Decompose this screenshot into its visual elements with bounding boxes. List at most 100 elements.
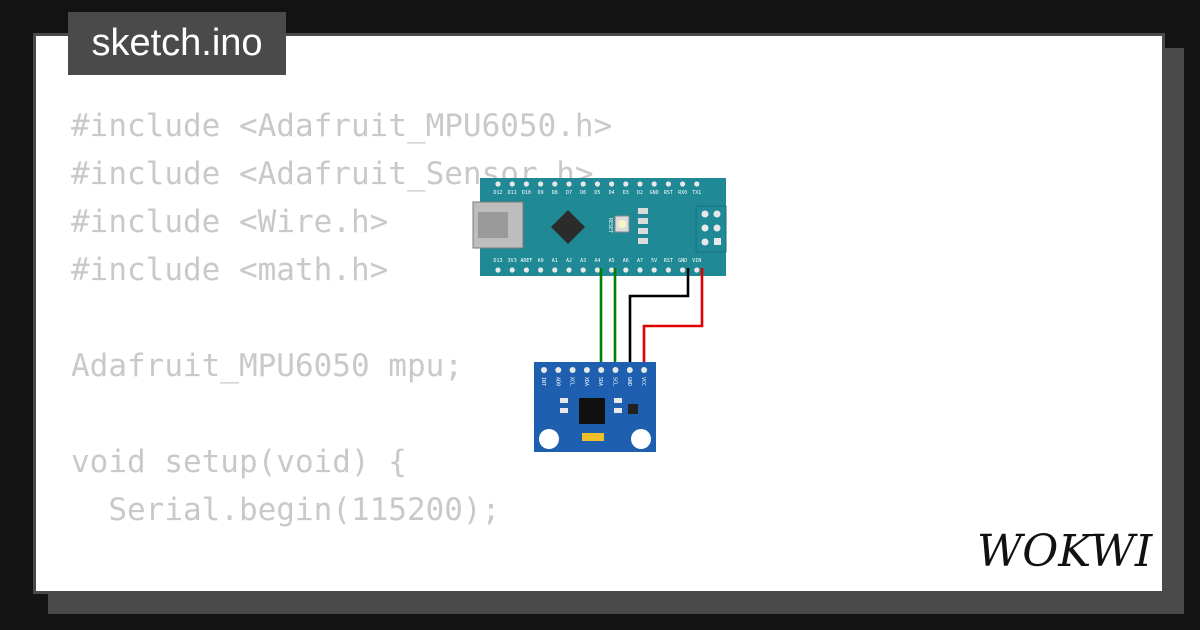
- nano-bottom-pin-1[interactable]: [509, 267, 515, 273]
- nano-top-pin-label-4: D8: [552, 190, 558, 196]
- mpu-pin-1[interactable]: [555, 367, 562, 373]
- usb-port: [478, 212, 508, 238]
- nano-top-pin-2[interactable]: [523, 181, 529, 187]
- nano-top-pin-12[interactable]: [665, 181, 671, 187]
- mpu-label-pad: [582, 433, 604, 441]
- nano-bottom-pin-8[interactable]: [609, 267, 615, 273]
- nano-bottom-pin-12[interactable]: [665, 267, 671, 273]
- status-leds: [638, 208, 648, 244]
- wokwi-logo[interactable]: WOKWI: [975, 528, 1153, 576]
- mpu-pin-3[interactable]: [583, 367, 590, 373]
- nano-bottom-pin-label-3: A0: [538, 258, 544, 264]
- nano-bottom-pin-label-7: A4: [594, 258, 600, 264]
- icsp-pins: [701, 210, 721, 246]
- mpu-pin-6[interactable]: [626, 367, 633, 373]
- nano-top-pin-label-1: D11: [508, 190, 517, 196]
- nano-top-pin-label-9: D3: [623, 190, 629, 196]
- nano-bottom-pin-label-1: 3V3: [508, 258, 517, 264]
- nano-bottom-pin-2[interactable]: [523, 267, 529, 273]
- wokwi-logo-text: WOKWI: [977, 528, 1153, 576]
- nano-bottom-pin-label-14: VIN: [692, 258, 701, 264]
- nano-bottom-pin-label-9: A6: [623, 258, 629, 264]
- nano-top-pin-label-6: D6: [580, 190, 586, 196]
- nano-top-pin-1[interactable]: [509, 181, 515, 187]
- nano-top-pin-10[interactable]: [637, 181, 643, 187]
- nano-top-pin-label-2: D10: [522, 190, 531, 196]
- code-editor: #include <Adafruit_MPU6050.h> #include <A…: [71, 102, 613, 591]
- nano-top-pin-label-14: TX1: [692, 190, 701, 196]
- nano-top-pin-11[interactable]: [651, 181, 657, 187]
- nano-bottom-pin-9[interactable]: [623, 267, 629, 273]
- nano-bottom-pin-4[interactable]: [552, 267, 558, 273]
- nano-top-pin-4[interactable]: [552, 181, 558, 187]
- nano-bottom-pin-label-13: GND: [678, 258, 687, 264]
- file-tab[interactable]: sketch.ino: [68, 12, 286, 75]
- nano-bottom-pin-14[interactable]: [694, 267, 700, 273]
- nano-top-pin-6[interactable]: [580, 181, 586, 187]
- mpu-components: [560, 398, 638, 414]
- nano-bottom-pin-label-2: AREF: [520, 258, 532, 264]
- nano-bottom-pin-3[interactable]: [538, 267, 544, 273]
- nano-top-pin-13[interactable]: [680, 181, 686, 187]
- nano-bottom-pin-10[interactable]: [637, 267, 643, 273]
- nano-bottom-pin-6[interactable]: [580, 267, 586, 273]
- nano-top-pin-label-0: D12: [493, 190, 502, 196]
- nano-bottom-pin-7[interactable]: [594, 267, 600, 273]
- mpu-pin-label-4: SDA: [597, 377, 603, 386]
- nano-top-pin-label-5: D7: [566, 190, 572, 196]
- icsp-header: [695, 205, 727, 253]
- code-line-3: #include <Wire.h>: [71, 204, 389, 240]
- wires: [599, 268, 704, 370]
- nano-top-pin-9[interactable]: [623, 181, 629, 187]
- nano-bottom-pin-0[interactable]: [495, 267, 501, 273]
- nano-bottom-pin-5[interactable]: [566, 267, 572, 273]
- mpu-pin-label-0: INT: [540, 377, 546, 386]
- mpu-pin-label-7: VCC: [640, 377, 646, 386]
- nano-bottom-pin-label-4: A1: [552, 258, 558, 264]
- nano-top-pin-0[interactable]: [495, 181, 501, 187]
- mpu-pin-5[interactable]: [612, 367, 619, 373]
- mpu-pin-7[interactable]: [641, 367, 648, 373]
- nano-bottom-pin-11[interactable]: [651, 267, 657, 273]
- nano-top-pin-label-11: GND: [650, 190, 659, 196]
- microcontroller-chip: [551, 210, 585, 244]
- wire-vcc: [642, 268, 704, 370]
- nano-bottom-pin-13[interactable]: [680, 267, 686, 273]
- wire-gnd: [628, 268, 690, 370]
- reset-button-cap: [618, 220, 626, 228]
- code-line-9: Serial.begin(115200);: [71, 492, 501, 528]
- mpu-pin-2[interactable]: [569, 367, 576, 373]
- code-line-4: #include <math.h>: [71, 252, 389, 288]
- nano-top-pin-8[interactable]: [609, 181, 615, 187]
- mpu-mount-hole-left: [539, 429, 559, 449]
- mpu-pin-0[interactable]: [541, 367, 547, 373]
- mpu-pin-label-2: XCL: [569, 377, 575, 386]
- nano-top-pin-5[interactable]: [566, 181, 572, 187]
- code-line-10: [71, 534, 612, 582]
- mpu-pin-label-1: AD0: [554, 377, 560, 386]
- file-tab-label: sketch.ino: [91, 22, 263, 64]
- code-line-8: void setup(void) {: [71, 444, 407, 480]
- nano-bottom-pin-label-8: A5: [609, 258, 615, 264]
- mpu-sensor-chip: [579, 398, 605, 424]
- nano-top-pin-label-7: D5: [594, 190, 600, 196]
- nano-top-pin-label-13: RX0: [678, 190, 687, 196]
- nano-bottom-pin-label-0: D13: [493, 258, 502, 264]
- code-line-1: #include <Adafruit_MPU6050.h>: [71, 108, 613, 144]
- nano-top-pin-label-12: RST: [664, 190, 673, 196]
- nano-top-pin-3[interactable]: [538, 181, 544, 187]
- nano-top-pin-7[interactable]: [594, 181, 600, 187]
- nano-bottom-pin-label-12: RST: [664, 258, 673, 264]
- nano-bottom-pin-label-11: 5V: [651, 258, 657, 264]
- code-line-2: #include <Adafruit_Sensor.h>: [71, 156, 594, 192]
- nano-top-pin-14[interactable]: [694, 181, 700, 187]
- mpu-pin-label-6: GND: [626, 377, 632, 386]
- mpu-pin-4[interactable]: [598, 367, 605, 373]
- reset-label: RESET: [607, 218, 613, 233]
